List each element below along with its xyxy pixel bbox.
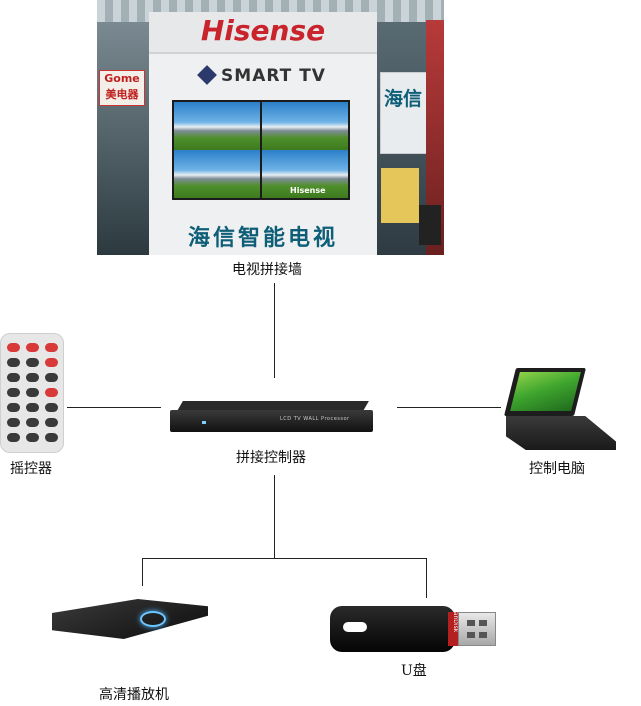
edge-bus-horizontal	[142, 558, 427, 559]
photo-poster	[381, 168, 419, 223]
remote-button	[26, 388, 39, 397]
edge-bus-usb	[426, 558, 427, 598]
remote-button	[26, 403, 39, 412]
usb-lanyard-hole	[343, 622, 367, 632]
controller-model-text: LCD TV WALL Processor	[280, 416, 350, 422]
remote-button	[26, 358, 39, 367]
hd-player-image	[52, 589, 208, 649]
controller-front-panel	[170, 410, 373, 432]
laptop-keyboard-base	[506, 416, 616, 450]
tv-wall-label: 电视拼接墙	[232, 262, 302, 278]
computer-label: 控制电脑	[529, 461, 585, 477]
remote-button	[7, 403, 20, 412]
remote-button	[7, 373, 20, 382]
remote-button	[7, 343, 20, 352]
player-light-ring	[140, 611, 166, 627]
brand-bar	[149, 12, 377, 54]
usb-red-stripe	[448, 612, 458, 646]
remote-button	[7, 358, 20, 367]
remote-button	[45, 433, 58, 442]
controller-label: 拼接控制器	[236, 450, 306, 466]
video-wall-panel	[262, 102, 348, 150]
smart-tv-text: SMART TV	[221, 66, 326, 86]
controller-indicator-led	[202, 421, 206, 424]
cube-icon	[197, 65, 217, 85]
smart-tv-sign: SMART TV	[149, 65, 377, 86]
slogan-text: 海信智能电视	[187, 226, 338, 251]
photo-right-background	[426, 20, 444, 255]
edge-controller-tvwall	[274, 283, 275, 378]
video-wall-panel	[174, 102, 260, 150]
edge-bus-player	[142, 558, 143, 586]
remote-button	[45, 388, 58, 397]
side-sign-text: 海信	[383, 88, 422, 110]
remote-button	[7, 388, 20, 397]
remote-button	[7, 433, 20, 442]
control-computer-image	[504, 368, 618, 456]
store-sign: Gome 美电器	[99, 70, 145, 106]
tv-wall-photo: Gome 美电器 Hisense SMART TV Hisense 海信智能电视…	[97, 0, 444, 255]
video-wall-panel	[174, 150, 260, 198]
video-wall: Hisense	[172, 100, 350, 200]
remote-button	[7, 418, 20, 427]
remote-button	[26, 343, 39, 352]
player-label: 高清播放机	[99, 687, 169, 703]
splicing-controller-image: LCD TV WALL Processor	[170, 401, 373, 432]
laptop-screen	[510, 372, 581, 411]
remote-button	[26, 373, 39, 382]
side-sign-board	[380, 72, 428, 154]
photo-monitor	[419, 205, 441, 245]
remote-button	[45, 343, 58, 352]
brand-logo-text: Hisense	[200, 14, 326, 47]
edge-computer-controller	[397, 407, 501, 408]
usb-brand-text: SanDisk	[452, 608, 459, 633]
usb-drive-image: SanDisk	[330, 604, 496, 654]
usb-label: U盘	[401, 663, 427, 679]
player-body	[52, 599, 208, 639]
usb-connector	[458, 612, 496, 646]
photo-left-pillar	[97, 22, 149, 255]
remote-button	[45, 358, 58, 367]
video-wall-panel	[262, 150, 348, 198]
remote-button	[45, 418, 58, 427]
remote-label: 摇控器	[10, 461, 52, 477]
remote-button	[26, 418, 39, 427]
edge-remote-controller	[67, 407, 161, 408]
remote-control-image	[0, 333, 64, 453]
remote-button	[45, 373, 58, 382]
edge-controller-down	[274, 475, 275, 558]
remote-button	[26, 433, 39, 442]
screen-brand-text: Hisense	[290, 186, 326, 195]
remote-button	[45, 403, 58, 412]
